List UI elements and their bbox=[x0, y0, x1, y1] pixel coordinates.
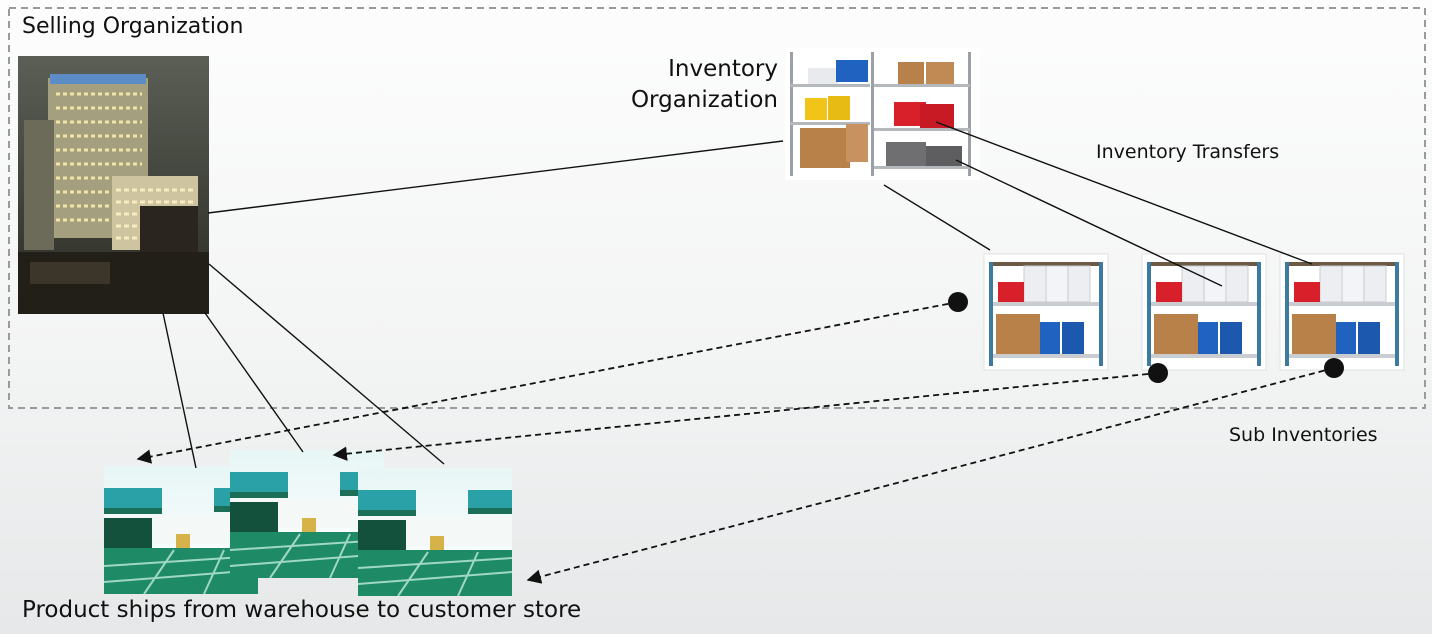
inventory-org-to-rack-3-line bbox=[935, 121, 1313, 265]
office-building-photo bbox=[18, 56, 209, 314]
transfer-arrow-rack-2 bbox=[332, 372, 1159, 461]
sub-inventory-rack-3 bbox=[1279, 253, 1405, 371]
selling-organization-label: Selling Organization bbox=[22, 14, 244, 39]
inventory-transfers-label: Inventory Transfers bbox=[1096, 141, 1280, 163]
shipping-caption: Product ships from warehouse to customer… bbox=[22, 597, 582, 623]
selling-organization-boundary bbox=[8, 7, 1426, 409]
inventory-organization-label: Inventory Organization bbox=[600, 54, 778, 116]
rack-2-endpoint-dot bbox=[1148, 363, 1168, 383]
wire-shelving-photo bbox=[785, 48, 980, 180]
transfer-arrow-rack-3 bbox=[526, 367, 1335, 584]
building-to-inventory-org-line bbox=[207, 140, 784, 214]
sub-inventories-label: Sub Inventories bbox=[1229, 424, 1378, 446]
building-to-warehouse-1-line bbox=[162, 312, 197, 469]
sub-inventory-rack-1 bbox=[983, 253, 1109, 371]
inventory-organization-line2: Organization bbox=[630, 87, 778, 113]
rack-3-endpoint-dot bbox=[1324, 358, 1344, 378]
warehouse-photo-3 bbox=[357, 467, 513, 597]
building-to-warehouse-3-line bbox=[208, 263, 445, 465]
inventory-org-to-rack-1-line bbox=[883, 184, 991, 251]
inventory-org-to-rack-2-line bbox=[955, 159, 1223, 287]
sub-inventory-rack-2 bbox=[1141, 253, 1267, 371]
rack-1-endpoint-dot bbox=[948, 292, 968, 312]
building-to-warehouse-2-line bbox=[204, 312, 304, 453]
transfer-arrow-rack-1 bbox=[136, 301, 959, 464]
inventory-organization-line1: Inventory bbox=[668, 56, 778, 82]
